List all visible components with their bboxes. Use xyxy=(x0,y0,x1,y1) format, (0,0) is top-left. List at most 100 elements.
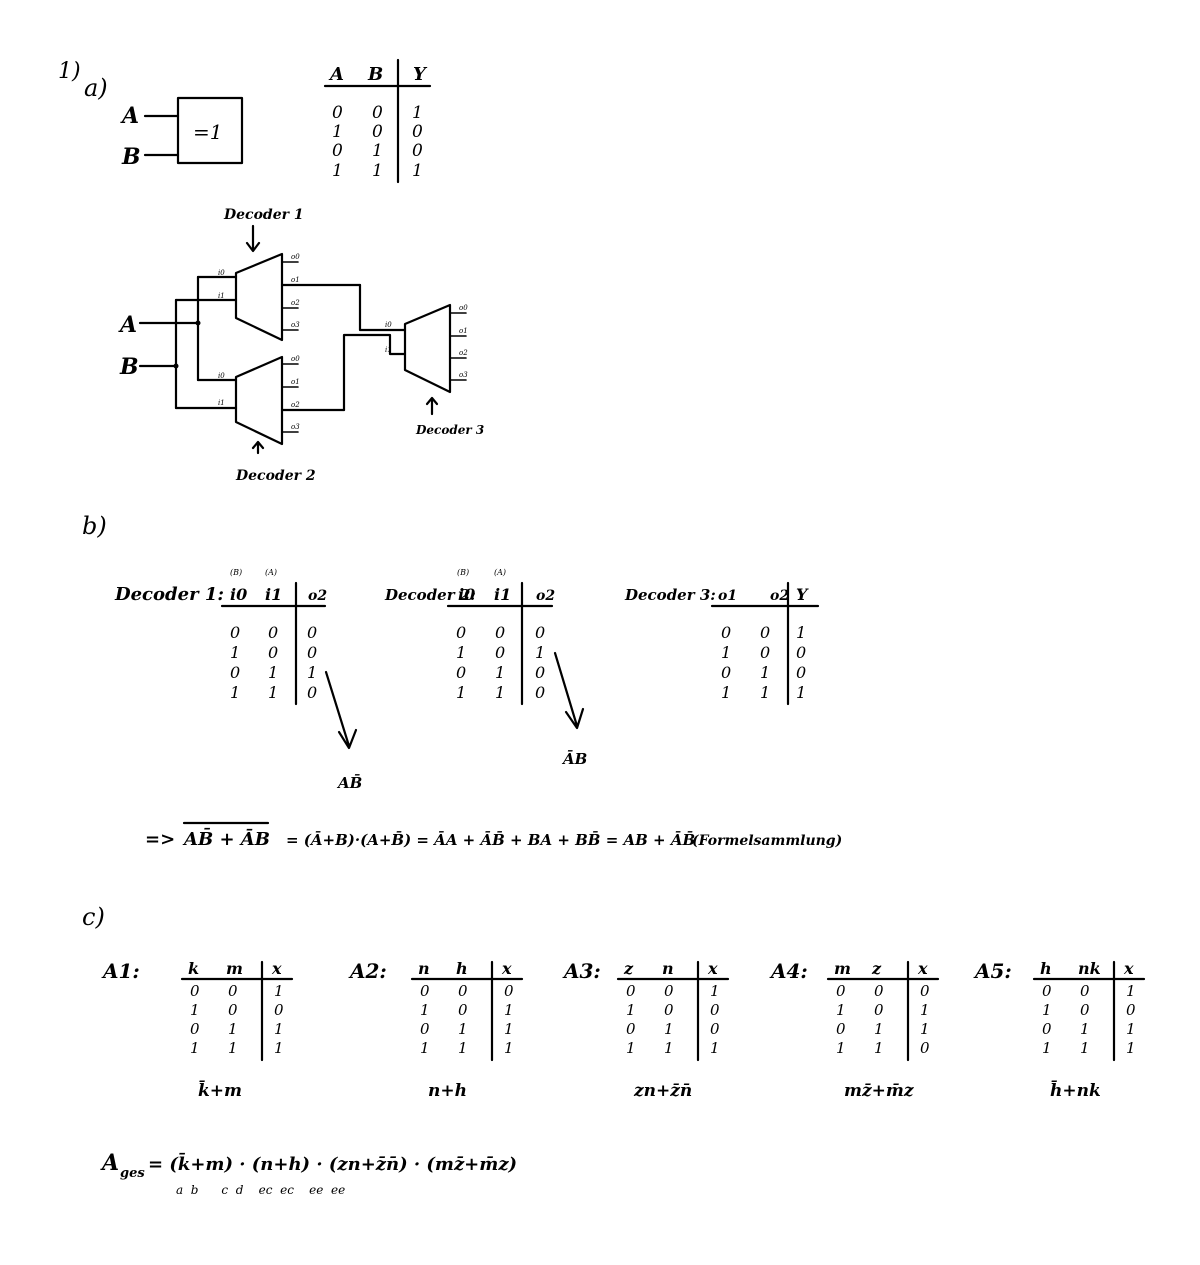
result-arrow xyxy=(324,670,358,750)
table-cell: 1 xyxy=(268,663,278,682)
decoder3-label: Decoder 3 xyxy=(415,423,484,437)
table-cell: 1 xyxy=(664,1020,674,1038)
table-cell: 0 xyxy=(874,1001,884,1019)
table-cell: 0 xyxy=(372,122,383,142)
column-note: (A) xyxy=(265,568,277,577)
table-header: x xyxy=(271,959,282,978)
table-cell: 0 xyxy=(228,982,238,1000)
table-cell: 1 xyxy=(920,1001,930,1019)
table-cell: 1 xyxy=(495,663,505,682)
table-cell: 1 xyxy=(372,161,383,181)
table-header: m xyxy=(834,959,851,978)
table-header: x xyxy=(707,959,718,978)
decoder1-table-label: Decoder 1: xyxy=(114,584,224,605)
table-cell: 0 xyxy=(456,623,466,642)
table-cell: 0 xyxy=(458,1001,468,1019)
table-cell: 0 xyxy=(274,1001,284,1019)
decoder2-pointer-arrow xyxy=(251,440,265,455)
table-cell: 1 xyxy=(664,1039,674,1057)
table-cell: 0 xyxy=(535,663,545,682)
table-cell: 0 xyxy=(456,663,466,682)
dec3-in1: i1 xyxy=(385,346,392,354)
table-cell: 1 xyxy=(721,643,731,662)
decoder1-label: Decoder 1 xyxy=(223,207,304,223)
dec2-out1: o1 xyxy=(291,378,300,386)
gate-input-a-label: A xyxy=(120,103,139,129)
table-cell: 1 xyxy=(1126,1020,1136,1038)
dec2-in1: i1 xyxy=(218,399,225,407)
table-cell: 1 xyxy=(721,683,731,702)
table-name: A2: xyxy=(348,959,387,983)
table-cell: 0 xyxy=(1080,1001,1090,1019)
table-cell: 1 xyxy=(760,683,770,702)
section-a-label: a) xyxy=(84,74,108,102)
table-cell: 1 xyxy=(332,161,343,181)
table-header: o2 xyxy=(536,588,555,604)
table-cell: 0 xyxy=(420,982,430,1000)
table-header: i1 xyxy=(265,585,282,604)
section-c-label: c) xyxy=(82,903,105,931)
derivation-rhs: = (Ā+B)·(A+B̄) = ĀA + ĀB̄ + BA + BB̄ = A… xyxy=(286,830,695,849)
dec2-out3: o3 xyxy=(291,423,300,431)
table-header: B xyxy=(367,64,383,85)
table-cell: 0 xyxy=(836,1020,846,1038)
table-cell: 1 xyxy=(190,1001,200,1019)
xnor-gate: A B =1 xyxy=(120,96,244,170)
table-header: i0 xyxy=(458,585,475,604)
table-header: m xyxy=(226,959,243,978)
decoder-circuit: Decoder 1 A B i0 i1 o0 o1 o2 o3 i0 i1 xyxy=(118,207,484,484)
table-cell: 1 xyxy=(274,1039,284,1057)
dec2-out2: o2 xyxy=(291,401,300,409)
table-cell: 0 xyxy=(796,663,806,682)
table-cell: 0 xyxy=(230,663,240,682)
table-header: o2 xyxy=(308,588,327,604)
table-cell: 1 xyxy=(920,1020,930,1038)
table-cell: 0 xyxy=(710,1020,720,1038)
table-header: h xyxy=(456,959,468,978)
table-cell: 1 xyxy=(458,1020,468,1038)
wire xyxy=(358,283,407,332)
table-cell: 0 xyxy=(721,663,731,682)
table-cell: 1 xyxy=(836,1039,846,1057)
decoder1-result: AB̄ xyxy=(336,773,362,792)
table-cell: 0 xyxy=(332,103,343,123)
table-expression: h̄+nk xyxy=(1050,1080,1101,1101)
table-cell: 1 xyxy=(626,1039,636,1057)
table-cell: 1 xyxy=(626,1001,636,1019)
table-cell: 0 xyxy=(920,982,930,1000)
table-cell: 1 xyxy=(504,1020,514,1038)
dec3-out3: o3 xyxy=(459,371,468,379)
table-cell: 0 xyxy=(664,1001,674,1019)
decoder2-table: Decoder 2: (B) (A) i0 i1 o2 0 0 0 1 0 1 … xyxy=(384,568,587,768)
decoder3-table-label: Decoder 3: xyxy=(624,586,716,604)
table-cell: 1 xyxy=(1042,1001,1052,1019)
table-cell: 0 xyxy=(332,141,343,161)
table-cell: 0 xyxy=(760,643,770,662)
table-cell: 1 xyxy=(1126,982,1136,1000)
total-lhs: A xyxy=(100,1150,119,1176)
gate-symbol: =1 xyxy=(193,120,222,144)
table-cell: 0 xyxy=(228,1001,238,1019)
table-header: x xyxy=(1123,959,1134,978)
table-cell: 1 xyxy=(268,683,278,702)
table-header: nk xyxy=(1078,959,1101,978)
derivation-note: (Formelsammlung) xyxy=(692,833,842,849)
decoder2-label: Decoder 2 xyxy=(235,468,316,484)
table-cell: 0 xyxy=(710,1001,720,1019)
table-cell: 1 xyxy=(796,683,806,702)
table-cell: 1 xyxy=(710,982,720,1000)
dec1-out2: o2 xyxy=(291,299,300,307)
table-cell: 1 xyxy=(412,103,423,123)
table-cell: 1 xyxy=(495,683,505,702)
table-cell: 0 xyxy=(412,141,423,161)
table-cell: 0 xyxy=(626,1020,636,1038)
table-cell: 0 xyxy=(372,103,383,123)
table-name: A4: xyxy=(769,959,808,983)
table-cell: 0 xyxy=(268,643,278,662)
table-cell: 1 xyxy=(710,1039,720,1057)
table-cell: 1 xyxy=(1042,1039,1052,1057)
